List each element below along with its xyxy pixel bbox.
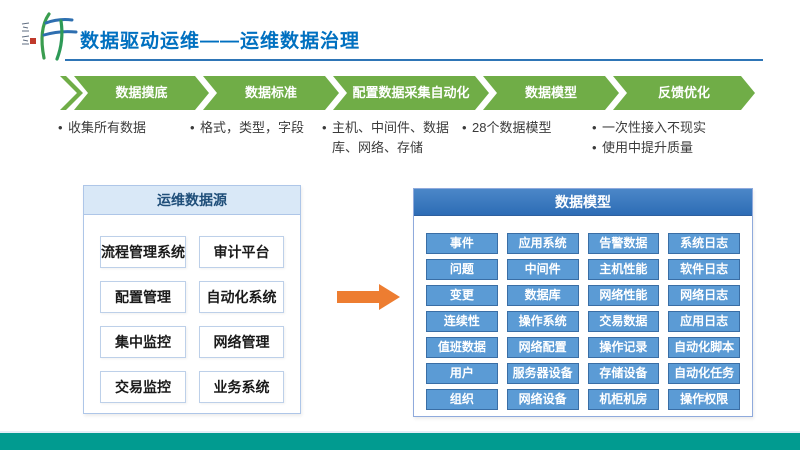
brand-logo-icon <box>21 12 78 61</box>
footer-bar <box>0 431 800 450</box>
model-item: 服务器设备 <box>506 363 579 384</box>
source-item: 集中监控 <box>100 326 186 358</box>
bullet-item: 一次性接入不现实 <box>592 118 757 138</box>
ops-data-source-grid: 流程管理系统 审计平台 配置管理 自动化系统 集中监控 网络管理 交易监控 业务… <box>84 215 300 403</box>
right-arrow-icon <box>337 284 400 310</box>
title-underline <box>65 59 763 61</box>
step-bullets: 一次性接入不现实 使用中提升质量 <box>592 118 757 158</box>
model-item: 中间件 <box>506 259 579 280</box>
process-step-label: 反馈优化 <box>657 85 710 100</box>
model-item: 自动化脚本 <box>668 337 740 358</box>
data-model-panel: 数据模型 事件 应用系统 告警数据 系统日志 问题 中间件 主机性能 软件日志 … <box>413 188 753 417</box>
model-item: 用户 <box>426 363 498 384</box>
process-step-label: 配置数据采集自动化 <box>352 85 470 100</box>
model-item: 网络配置 <box>506 337 579 358</box>
source-item: 交易监控 <box>100 371 186 403</box>
model-item: 数据库 <box>506 285 579 306</box>
model-item: 存储设备 <box>587 363 660 384</box>
data-model-panel-title: 数据模型 <box>414 189 752 216</box>
ops-data-source-panel-title: 运维数据源 <box>84 186 300 215</box>
model-item: 网络设备 <box>506 389 579 410</box>
page-title: 数据驱动运维——运维数据治理 <box>80 31 361 52</box>
model-item: 变更 <box>426 285 498 306</box>
model-item: 问题 <box>426 259 498 280</box>
ops-data-source-panel: 运维数据源 流程管理系统 审计平台 配置管理 自动化系统 集中监控 网络管理 交… <box>83 185 301 414</box>
model-item: 事件 <box>426 233 498 254</box>
model-item: 操作系统 <box>506 311 579 332</box>
model-item: 操作权限 <box>668 389 740 410</box>
model-item: 操作记录 <box>587 337 660 358</box>
model-item: 网络日志 <box>668 285 740 306</box>
step-bullets: 主机、中间件、数据库、网络、存储 <box>322 118 454 158</box>
bullet-item: 28个数据模型 <box>462 118 587 138</box>
source-item: 流程管理系统 <box>100 236 186 268</box>
process-step-label: 数据标准 <box>244 85 297 100</box>
model-item: 应用日志 <box>668 311 740 332</box>
process-chevron-band <box>60 76 755 110</box>
bullet-item: 格式，类型，字段 <box>190 118 318 138</box>
source-item: 审计平台 <box>199 236 284 268</box>
process-step-label: 数据模型 <box>524 85 577 100</box>
source-item: 网络管理 <box>199 326 284 358</box>
bullet-item: 收集所有数据 <box>58 118 183 138</box>
model-item: 应用系统 <box>506 233 579 254</box>
model-item: 网络性能 <box>587 285 660 306</box>
model-item: 连续性 <box>426 311 498 332</box>
model-item: 主机性能 <box>587 259 660 280</box>
model-item: 机柜机房 <box>587 389 660 410</box>
model-item: 组织 <box>426 389 498 410</box>
source-item: 业务系统 <box>199 371 284 403</box>
model-item: 系统日志 <box>668 233 740 254</box>
model-item: 告警数据 <box>587 233 660 254</box>
process-step-label: 数据摸底 <box>115 85 168 100</box>
model-item: 软件日志 <box>668 259 740 280</box>
model-item: 交易数据 <box>587 311 660 332</box>
step-bullets: 格式，类型，字段 <box>190 118 318 138</box>
bullet-item: 主机、中间件、数据库、网络、存储 <box>322 118 454 158</box>
source-item: 配置管理 <box>100 281 186 313</box>
step-bullets: 收集所有数据 <box>58 118 183 138</box>
step-bullets: 28个数据模型 <box>462 118 587 138</box>
model-item: 自动化任务 <box>668 363 740 384</box>
source-item: 自动化系统 <box>199 281 284 313</box>
bullet-item: 使用中提升质量 <box>592 138 757 158</box>
model-item: 值班数据 <box>426 337 498 358</box>
data-model-grid: 事件 应用系统 告警数据 系统日志 问题 中间件 主机性能 软件日志 变更 数据… <box>414 216 752 410</box>
